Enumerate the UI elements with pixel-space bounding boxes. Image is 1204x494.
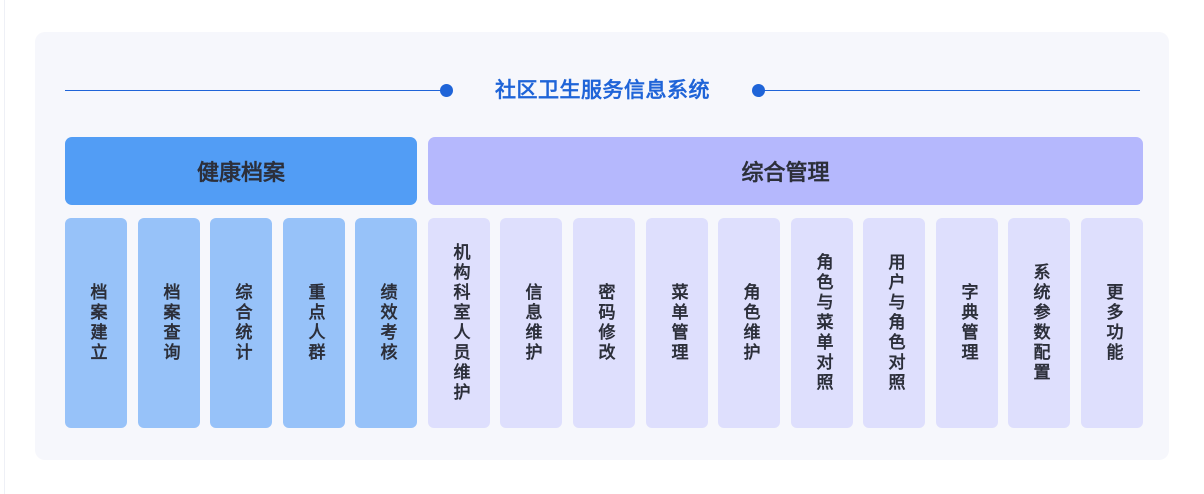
module-label: 更多功能	[1102, 283, 1123, 363]
module-mgmt-6: 用户与角色对照	[863, 218, 925, 428]
module-label: 用户与角色对照	[884, 253, 905, 393]
module-mgmt-1: 信息维护	[500, 218, 562, 428]
page-edge-line	[4, 0, 5, 494]
module-health-0: 档案建立	[65, 218, 127, 428]
title-dot-left	[440, 84, 453, 97]
module-mgmt-7: 字典管理	[936, 218, 998, 428]
module-label: 档案查询	[159, 283, 180, 363]
group-header-management: 综合管理	[428, 137, 1143, 205]
module-mgmt-0: 机构科室人员维护	[428, 218, 490, 428]
module-health-3: 重点人群	[283, 218, 345, 428]
module-mgmt-3: 菜单管理	[646, 218, 708, 428]
module-label: 字典管理	[957, 283, 978, 363]
group-header-health-records: 健康档案	[65, 137, 417, 205]
title-rule-right	[759, 90, 1140, 91]
module-label: 角色与菜单对照	[812, 253, 833, 393]
module-mgmt-2: 密码修改	[573, 218, 635, 428]
module-label: 综合统计	[231, 283, 252, 363]
module-health-2: 综合统计	[210, 218, 272, 428]
group-header-label: 健康档案	[196, 161, 285, 186]
system-title: 社区卫生服务信息系统	[495, 78, 710, 102]
module-health-4: 绩效考核	[355, 218, 417, 428]
module-label: 系统参数配置	[1029, 263, 1050, 383]
group-header-label: 综合管理	[741, 161, 830, 186]
module-label: 绩效考核	[376, 283, 397, 363]
module-mgmt-4: 角色维护	[718, 218, 780, 428]
title-dot-right	[752, 84, 765, 97]
module-health-1: 档案查询	[138, 218, 200, 428]
module-mgmt-9: 更多功能	[1081, 218, 1143, 428]
title-row: 社区卫生服务信息系统	[65, 76, 1140, 104]
module-label: 档案建立	[86, 283, 107, 363]
module-label: 角色维护	[739, 283, 760, 363]
module-label: 菜单管理	[667, 283, 688, 363]
module-mgmt-8: 系统参数配置	[1008, 218, 1070, 428]
module-label: 密码修改	[594, 283, 615, 363]
module-label: 信息维护	[521, 283, 542, 363]
module-mgmt-5: 角色与菜单对照	[791, 218, 853, 428]
module-label: 重点人群	[304, 283, 325, 363]
module-label: 机构科室人员维护	[449, 243, 470, 403]
title-rule-left	[65, 90, 442, 91]
